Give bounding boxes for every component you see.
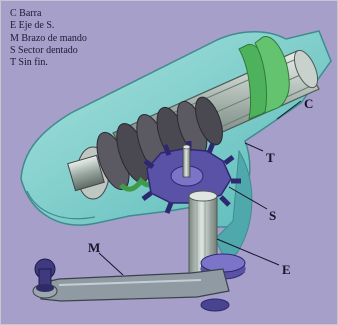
legend-item: C Barra [10, 8, 87, 20]
legend-item: S Sector dentado [10, 45, 87, 57]
legend-item: M Brazo de mando [10, 33, 87, 45]
legend-item: E Eje de S. [10, 20, 87, 32]
callout-t: T [266, 151, 275, 164]
callout-s: S [269, 209, 276, 222]
callout-m: M [88, 241, 100, 254]
leader-m [99, 253, 123, 275]
legend-item: T Sin fin. [10, 57, 87, 69]
callout-e: E [282, 263, 291, 276]
parts-legend: C Barra E Eje de S. M Brazo de mando S S… [10, 8, 87, 69]
callout-c: C [304, 97, 313, 110]
